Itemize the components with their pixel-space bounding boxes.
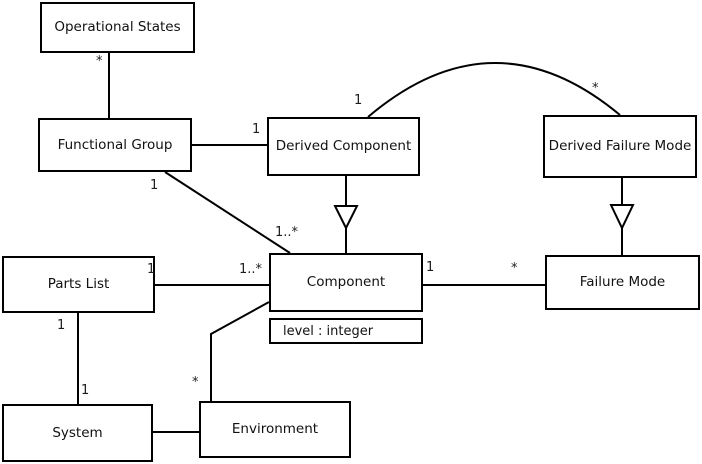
- multiplicity-label: *: [192, 375, 199, 390]
- class-box-failure-mode[interactable]: Failure Mode: [545, 255, 700, 310]
- class-box-operational-states[interactable]: Operational States: [40, 2, 195, 53]
- class-name: Parts List: [47, 276, 110, 293]
- class-attribute-compartment-component[interactable]: level : integer: [269, 318, 423, 344]
- multiplicity-label: 1..*: [239, 262, 263, 277]
- class-name: Failure Mode: [579, 274, 666, 291]
- class-name: System: [52, 424, 103, 441]
- multiplicity-label: 1: [252, 122, 261, 137]
- class-box-derived-failure-mode[interactable]: Derived Failure Mode: [543, 115, 697, 178]
- multiplicity-label: 1: [426, 260, 435, 275]
- association-component-environment: [210, 301, 270, 401]
- association-derived-component-derived-failure-mode: [367, 62, 621, 118]
- multiplicity-label: 1: [150, 178, 159, 193]
- generalization-triangle-icon: [333, 205, 359, 231]
- class-box-derived-component[interactable]: Derived Component: [267, 117, 420, 176]
- multiplicity-label: 1: [81, 383, 90, 398]
- multiplicity-label: 1: [57, 318, 66, 333]
- multiplicity-label: *: [96, 54, 103, 69]
- class-box-environment[interactable]: Environment: [199, 401, 351, 458]
- multiplicity-label: 1: [354, 93, 363, 108]
- multiplicity-label: 1: [147, 262, 156, 277]
- class-name: Functional Group: [57, 136, 173, 153]
- class-name: Operational States: [54, 19, 181, 36]
- multiplicity-label: *: [511, 261, 518, 276]
- multiplicity-label: *: [592, 81, 599, 96]
- generalization-triangle-icon: [609, 204, 635, 231]
- class-box-component[interactable]: Component: [269, 253, 423, 312]
- multiplicity-label: 1..*: [275, 225, 299, 240]
- class-box-parts-list[interactable]: Parts List: [2, 256, 155, 313]
- class-name: Environment: [231, 421, 319, 438]
- association-functional-group-component: [164, 171, 291, 254]
- class-box-system[interactable]: System: [2, 404, 153, 462]
- class-attribute: level : integer: [283, 323, 374, 339]
- class-name: Component: [306, 274, 386, 291]
- class-name: Derived Component: [275, 138, 412, 155]
- class-box-functional-group[interactable]: Functional Group: [38, 118, 192, 172]
- class-name: Derived Failure Mode: [548, 138, 692, 155]
